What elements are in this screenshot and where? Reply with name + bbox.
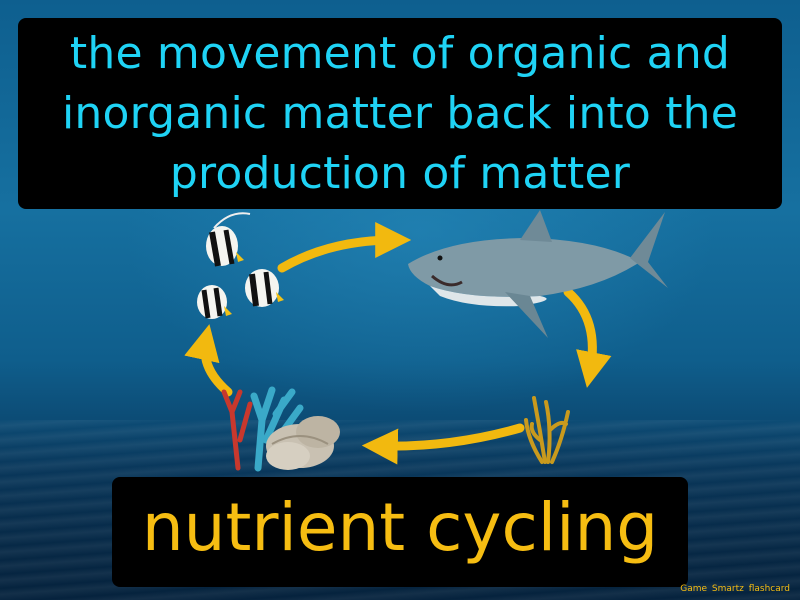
fish — [206, 212, 251, 267]
fish — [197, 285, 232, 319]
definition-box: the movement of organic and inorganic ma… — [18, 18, 782, 209]
arrow-fish-to-shark — [277, 222, 412, 273]
arrow-seaweed-to-coral — [361, 423, 525, 465]
shark — [408, 210, 668, 338]
fish — [245, 269, 284, 307]
term-text: nutrient cycling — [141, 489, 659, 566]
seaweed — [524, 396, 570, 464]
brand-label: Game Smartz flashcard — [680, 584, 790, 594]
arrow-shark-to-seaweed — [563, 287, 612, 388]
coral-reef — [221, 386, 340, 472]
term-box: nutrient cycling — [112, 477, 688, 587]
fish-group — [197, 212, 284, 319]
definition-text: the movement of organic and inorganic ma… — [61, 27, 739, 199]
arrow-coral-to-fish — [184, 324, 233, 397]
